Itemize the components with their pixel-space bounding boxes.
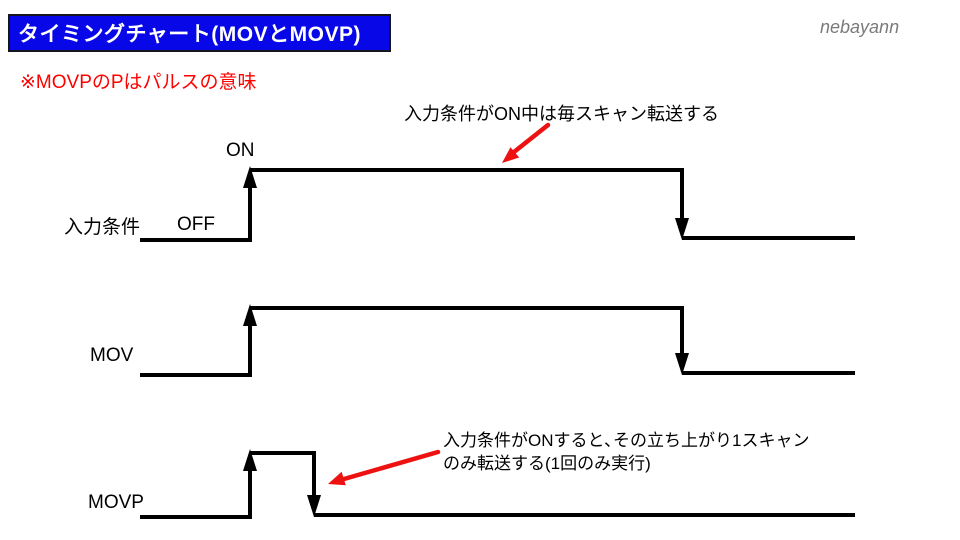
mov-low-and-rise	[140, 324, 252, 377]
slide-title-bar: タイミングチャート(MOVとMOVP)	[8, 14, 391, 52]
input-signal-waveform	[140, 166, 855, 242]
movp-pulse-top-and-fall	[250, 451, 316, 499]
mov-label: MOV	[90, 345, 134, 366]
mov-falling-edge-arrowhead-icon	[675, 353, 689, 375]
input-low-and-rise	[140, 186, 252, 242]
red-arrow-pulse-transfer	[328, 449, 441, 486]
movp-falling-edge-arrowhead-icon	[307, 495, 321, 517]
slide-title: タイミングチャート(MOVとMOVP)	[18, 23, 361, 46]
red-arrow-scan-transfer	[502, 122, 551, 163]
input-rising-edge-arrowhead-icon	[243, 166, 257, 188]
red-arrow-pulse-shaft	[341, 449, 441, 482]
annotation-pulse-line2: のみ転送する(1回のみ実行)	[443, 454, 651, 473]
off-label: OFF	[177, 214, 215, 235]
annotation-pulse-line1: 入力条件がONすると､その立ち上がり1スキャン	[443, 431, 810, 450]
input-high-and-fall	[250, 168, 684, 222]
input-condition-label: 入力条件	[64, 217, 141, 238]
input-falling-edge-arrowhead-icon	[675, 218, 689, 240]
annotation-scan-transfer: 入力条件がON中は毎スキャン転送する	[404, 104, 719, 124]
movp-signal-waveform	[140, 449, 855, 519]
annotation-pulse-transfer: 入力条件がONすると､その立ち上がり1スキャン のみ転送する(1回のみ実行)	[443, 429, 809, 475]
movp-low-and-rise	[140, 469, 252, 519]
red-arrow-scan-head-icon	[502, 147, 520, 163]
red-arrow-pulse-head-icon	[328, 471, 346, 486]
pulse-meaning-note: ※MOVPのPはパルスの意味	[20, 72, 257, 93]
mov-high-and-fall	[250, 306, 684, 357]
movp-label: MOVP	[88, 492, 144, 513]
movp-rising-edge-arrowhead-icon	[243, 449, 257, 471]
watermark-text: nebayann	[820, 17, 900, 37]
on-label: ON	[226, 140, 255, 161]
mov-signal-waveform	[140, 304, 855, 377]
mov-rising-edge-arrowhead-icon	[243, 304, 257, 326]
red-arrow-scan-shaft	[511, 122, 551, 155]
